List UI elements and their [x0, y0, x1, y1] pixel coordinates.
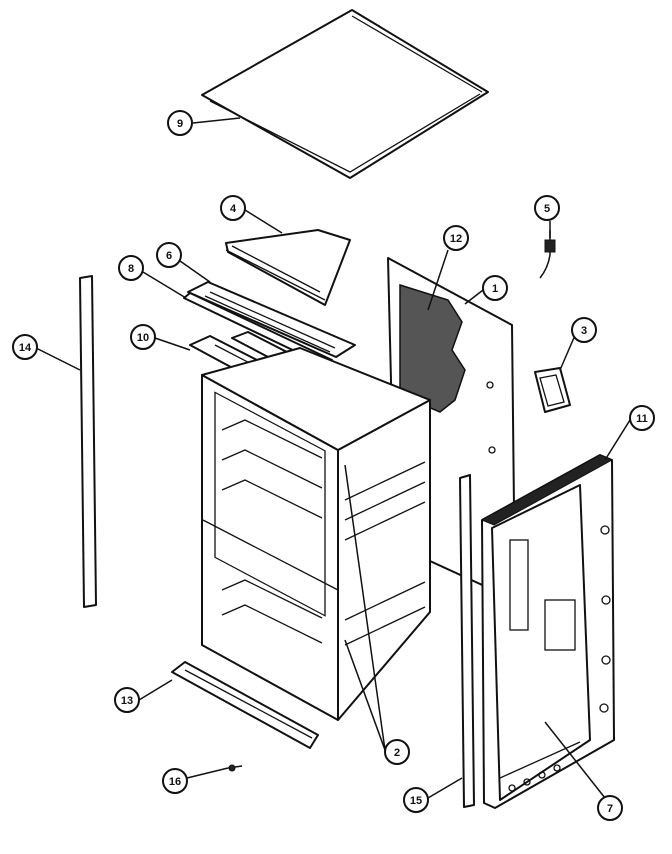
svg-text:13: 13 [121, 695, 133, 707]
callout-3: 3 [571, 317, 597, 343]
callout-11: 11 [629, 405, 655, 431]
svg-text:4: 4 [230, 203, 237, 215]
power-cord-part [539, 230, 556, 279]
svg-text:6: 6 [166, 250, 172, 262]
callout-8: 8 [118, 255, 144, 281]
svg-text:16: 16 [169, 776, 181, 788]
callout-13: 13 [114, 687, 140, 713]
svg-text:14: 14 [19, 342, 32, 354]
svg-text:11: 11 [636, 413, 648, 425]
svg-text:7: 7 [607, 803, 613, 815]
svg-text:8: 8 [128, 263, 134, 275]
vent-grille-part [187, 281, 356, 358]
callout-15: 15 [403, 787, 429, 813]
svg-text:1: 1 [492, 283, 498, 295]
callout-7: 7 [597, 795, 623, 821]
callout-14: 14 [12, 334, 38, 360]
svg-text:9: 9 [177, 118, 183, 130]
svg-text:3: 3 [581, 325, 587, 337]
callout-10: 10 [130, 324, 156, 350]
top-panel-part [201, 9, 489, 179]
callout-2: 2 [384, 739, 410, 765]
callout-9: 9 [167, 110, 193, 136]
svg-text:10: 10 [137, 332, 149, 344]
bottom-trim-part [171, 661, 319, 749]
control-panel-part [480, 454, 615, 809]
screw-part [227, 764, 243, 772]
svg-text:2: 2 [394, 747, 400, 759]
callout-16: 16 [162, 768, 188, 794]
svg-text:15: 15 [410, 795, 422, 807]
svg-text:12: 12 [450, 233, 462, 245]
callout-1: 1 [482, 275, 508, 301]
callout-5: 5 [534, 195, 560, 221]
right-side-trim-part [459, 474, 475, 808]
bracket-part [534, 367, 571, 413]
left-side-trim-part [79, 275, 97, 608]
svg-text:5: 5 [544, 203, 550, 215]
vent-duct-part [225, 229, 351, 306]
callout-6: 6 [156, 242, 182, 268]
oven-cabinet-body [201, 347, 431, 721]
leader-lines [35, 117, 631, 799]
callout-12: 12 [443, 225, 469, 251]
callout-4: 4 [220, 195, 246, 221]
